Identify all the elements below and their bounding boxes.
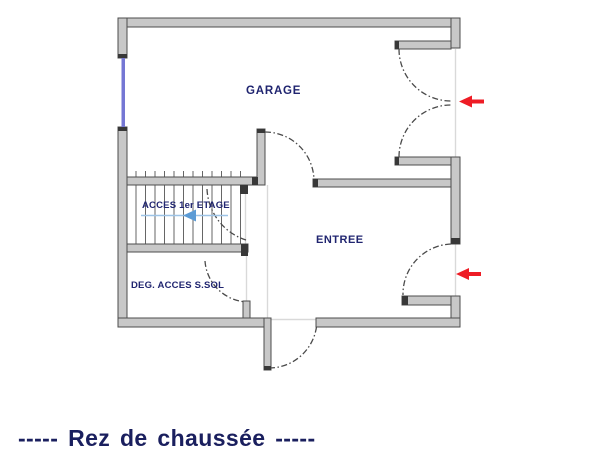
door-swing-arcs: [204, 48, 452, 369]
wall-top: [117, 17, 461, 28]
entree-side-door-arc: [402, 243, 452, 296]
room-label-entree: ENTREE: [316, 234, 364, 246]
stair-direction-arrow-icon: [141, 209, 228, 222]
garage-door-jamb-top: [394, 40, 452, 50]
room-label-basement-access: DEG. ACCES S.SOL: [131, 280, 224, 291]
wall-end-caps: [118, 41, 460, 370]
wall-bottom-left: [117, 317, 272, 328]
basement-door-jamb-top: [241, 244, 248, 256]
wall-right-upper: [450, 17, 461, 49]
garage-entree-door-arc: [264, 131, 315, 182]
wall-garage-stairs: [126, 176, 259, 186]
garage-entrance-arrow-icon: [459, 95, 484, 108]
entree-door-jamb: [401, 295, 456, 306]
room-label-garage: GARAGE: [246, 85, 301, 97]
wall-stairs-bottom: [126, 243, 249, 253]
garage-door-arc-top: [398, 48, 452, 102]
wall-right-middle: [450, 156, 461, 245]
wall-bottom-right: [315, 317, 461, 328]
main-entrance-arrow-icon: [456, 268, 481, 280]
walls: [117, 17, 461, 371]
wall-left-upper: [117, 17, 128, 59]
window-marker: [121, 58, 125, 127]
landing-door-arc: [206, 188, 247, 241]
basement-door-jamb-bottom: [242, 300, 251, 319]
room-labels: GARAGE ENTREE ACCES 1er ETAGE DEG. ACCES…: [131, 85, 364, 291]
room-label-stairs-up: ACCES 1er ETAGE: [142, 200, 230, 211]
garage-door-jamb-bottom: [394, 156, 452, 166]
wall-left-lower: [117, 126, 128, 328]
wall-garage-stub: [256, 128, 266, 186]
landing-door-jamb: [240, 185, 248, 194]
front-door-arc: [268, 319, 318, 369]
opening-lines: [244, 49, 457, 321]
front-door-pier: [263, 317, 272, 371]
garage-door-arc-bottom: [398, 104, 452, 158]
wall-garage-entree: [312, 178, 452, 188]
entrance-arrows: [456, 95, 484, 280]
floor-title: ----- Rez de chaussée -----: [18, 425, 316, 451]
